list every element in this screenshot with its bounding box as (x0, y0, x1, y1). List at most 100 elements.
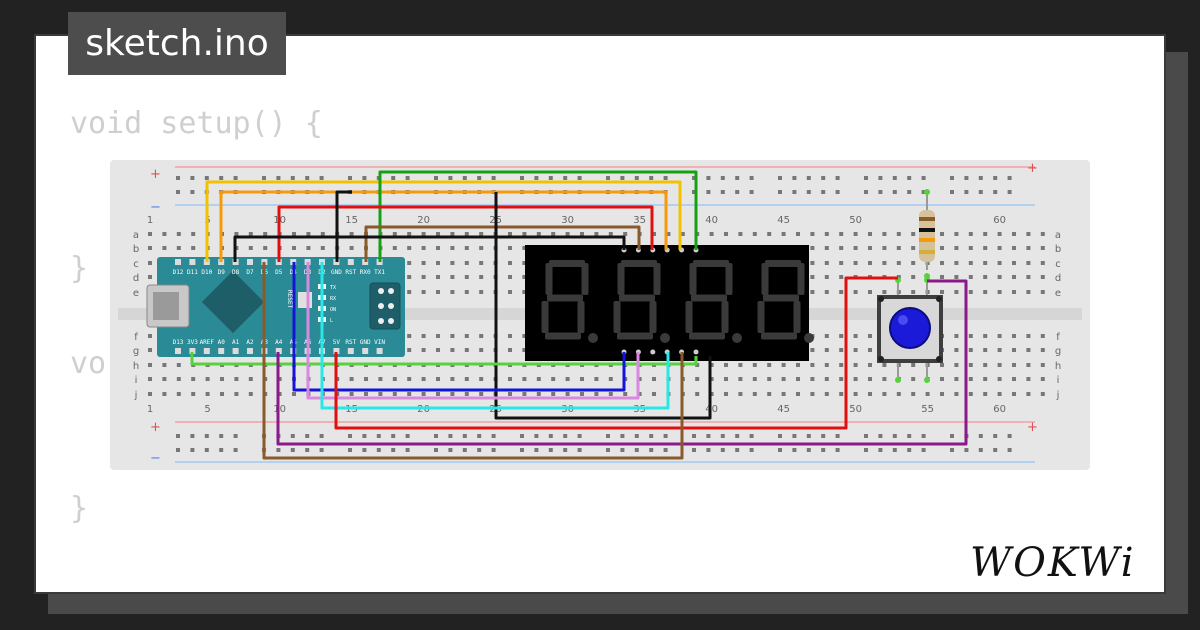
breadboard-hole (954, 392, 959, 396)
rail-plus-label-right: + (1027, 161, 1038, 176)
breadboard-hole (508, 348, 512, 352)
button-cap[interactable] (889, 307, 931, 349)
rail-hole (219, 434, 224, 438)
arduino-pin[interactable] (175, 348, 181, 354)
wire-brown-bottom[interactable] (262, 262, 684, 460)
rail-hole (835, 190, 840, 194)
wire-purple[interactable] (276, 279, 968, 446)
arduino-pin[interactable] (175, 259, 181, 265)
rail-hole (950, 448, 954, 452)
push-button[interactable] (877, 277, 943, 383)
arduino-pin[interactable] (247, 348, 253, 354)
reset-button[interactable] (298, 292, 312, 308)
breadboard-hole (522, 377, 527, 381)
seven-segment-display[interactable] (525, 245, 814, 361)
row-letter: c (1055, 259, 1061, 270)
wire-red-button[interactable] (334, 276, 898, 430)
arduino-pin[interactable] (275, 348, 282, 354)
breadboard-hole (479, 290, 484, 294)
breadboard-hole (997, 275, 1002, 279)
column-number: 15 (345, 215, 358, 226)
column-number: 1 (147, 404, 153, 415)
breadboard-hole (436, 246, 440, 250)
breadboard-hole (349, 232, 354, 236)
breadboard-hole (868, 261, 872, 265)
breadboard-hole (695, 377, 700, 381)
rail-hole (190, 176, 195, 180)
breadboard-hole (407, 348, 412, 352)
reset-label: RESET (286, 290, 293, 308)
rail-hole (735, 448, 740, 452)
arduino-pin[interactable] (232, 348, 239, 354)
breadboard-hole (882, 392, 887, 396)
breadboard-hole (479, 348, 484, 352)
rail-hole (864, 176, 868, 180)
rail-hole (305, 176, 310, 180)
arduino-pin[interactable] (247, 259, 253, 265)
arduino-pin[interactable] (218, 348, 225, 354)
breadboard-hole (1026, 348, 1031, 352)
arduino-pin[interactable] (333, 348, 340, 354)
arduino-pin[interactable] (362, 348, 369, 354)
breadboard-hole (148, 348, 152, 352)
arduino-pin[interactable] (347, 259, 354, 265)
breadboard-hole (810, 261, 815, 265)
breadboard-hole (767, 377, 772, 381)
breadboard-hole (680, 232, 685, 236)
rail-hole (978, 176, 983, 180)
breadboard-hole (551, 232, 556, 236)
wire-brown-top[interactable] (364, 225, 641, 262)
microcontroller-chip (201, 270, 265, 334)
wire-orange[interactable] (219, 190, 668, 262)
arduino-pin[interactable] (347, 348, 354, 354)
rail-hole (491, 176, 496, 180)
display-segment (757, 301, 765, 333)
breadboard-hole (968, 334, 973, 338)
wire-lime[interactable] (190, 352, 698, 366)
breadboard-hole (536, 232, 541, 236)
breadboard-hole (306, 232, 311, 236)
arduino-pin[interactable] (376, 348, 383, 354)
breadboard-hole (1026, 232, 1031, 236)
breadboard-hole (997, 232, 1002, 236)
breadboard-hole (450, 261, 455, 265)
wire-blue[interactable] (292, 262, 626, 392)
breadboard-hole (911, 290, 916, 294)
breadboard-hole (436, 261, 440, 265)
breadboard-hole (479, 334, 484, 338)
breadboard-hole (148, 246, 152, 250)
arduino-pin-label: D10 (201, 269, 212, 276)
rail-hole (534, 448, 539, 452)
wire-violet[interactable] (306, 262, 640, 400)
rail-hole (993, 176, 998, 180)
rail-hole (448, 176, 453, 180)
wire-black-short[interactable] (335, 190, 352, 262)
wire-black-top[interactable] (233, 235, 626, 262)
icsp-pin (378, 318, 384, 324)
arduino-pin[interactable] (203, 348, 210, 354)
resistor-pin (924, 189, 930, 195)
arduino-pin[interactable] (189, 259, 196, 265)
breadboard-hole (421, 261, 426, 265)
rail-hole (1007, 434, 1012, 438)
wire-yellow[interactable] (205, 180, 682, 262)
wire-black-long[interactable] (494, 192, 712, 420)
wire-cyan[interactable] (320, 262, 670, 410)
breadboard-hole (796, 363, 800, 367)
arduino-pin[interactable] (189, 348, 196, 354)
breadboard-hole (997, 261, 1002, 265)
rail-hole (878, 190, 883, 194)
wire-red-top[interactable] (277, 205, 654, 262)
row-letter: j (134, 390, 138, 401)
breadboard-hole (652, 392, 656, 396)
wire-green[interactable] (378, 170, 698, 262)
sketch-tab[interactable]: sketch.ino (68, 12, 286, 75)
breadboard-hole (162, 363, 167, 367)
rail-hole (806, 448, 811, 452)
rail-hole (634, 176, 639, 180)
breadboard-hole (464, 392, 469, 396)
breadboard-hole (839, 377, 844, 381)
breadboard-hole (407, 334, 412, 338)
rail-hole (477, 434, 482, 438)
